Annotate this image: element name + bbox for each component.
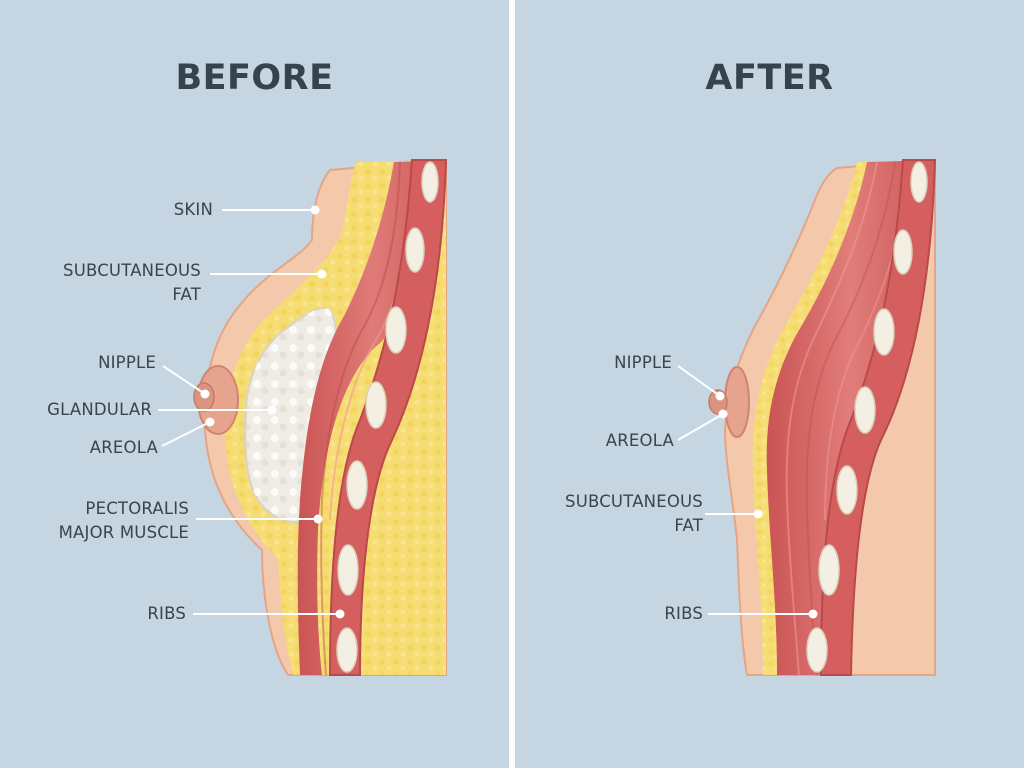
after-rib: [873, 308, 895, 356]
after-label-nipple: NIPPLE: [614, 353, 672, 372]
before-rib: [421, 161, 439, 203]
after-title: AFTER: [705, 58, 834, 98]
before-rib: [336, 627, 358, 673]
before-label-ribs: RIBS: [147, 604, 186, 623]
before-label-glandular: GLANDULAR: [47, 400, 152, 419]
before-rib: [337, 544, 359, 596]
panel-divider: [509, 0, 515, 768]
after-panel: AFTER: [515, 0, 1024, 768]
after-illustration: [677, 158, 937, 676]
before-rib: [385, 306, 407, 354]
after-label-ribs: RIBS: [664, 604, 703, 623]
before-label-nipple: NIPPLE: [98, 353, 156, 372]
before-ribcage-band: [328, 159, 448, 676]
before-label-areola: AREOLA: [89, 438, 158, 457]
before-rib: [405, 227, 425, 273]
after-rib: [836, 465, 858, 515]
after-rib: [893, 229, 913, 275]
after-rib: [818, 544, 840, 596]
before-label-skin: SKIN: [173, 200, 213, 219]
before-title: BEFORE: [175, 58, 334, 98]
before-rib: [346, 460, 368, 510]
before-rib: [365, 381, 387, 429]
after-ribcage-band: [819, 159, 937, 676]
before-illustration: [158, 158, 448, 676]
after-rib: [806, 627, 828, 673]
after-label-areola: AREOLA: [605, 431, 674, 450]
after-rib: [854, 386, 876, 434]
before-panel: BEFORE: [0, 0, 509, 768]
after-rib: [910, 161, 928, 203]
after-areola: [724, 366, 750, 438]
